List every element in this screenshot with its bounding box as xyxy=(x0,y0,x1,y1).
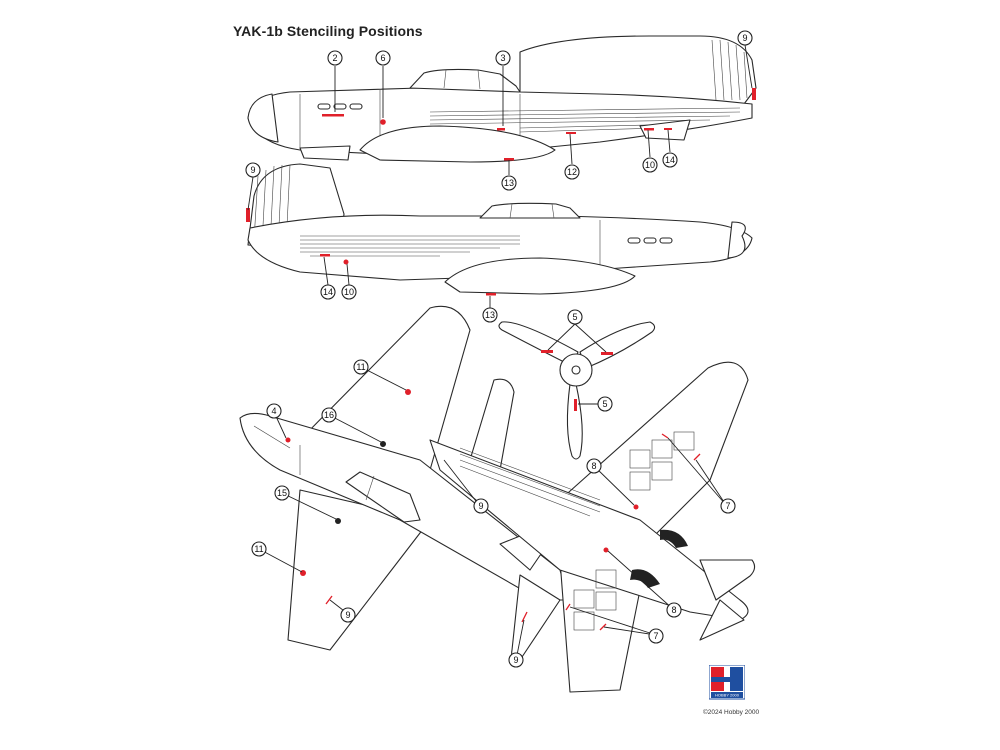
callout-label: 7 xyxy=(653,631,658,641)
callout-label: 9 xyxy=(513,655,518,665)
callout-11: 11 xyxy=(353,359,369,375)
callout-9: 9 xyxy=(473,498,489,514)
callout-label: 14 xyxy=(323,287,333,297)
callout-9: 9 xyxy=(245,162,261,178)
callout-9: 9 xyxy=(508,652,524,668)
callout-9: 9 xyxy=(737,30,753,46)
callout-2: 2 xyxy=(327,50,343,66)
callout-14: 14 xyxy=(320,284,336,300)
callout-label: 11 xyxy=(254,544,263,554)
callout-11: 11 xyxy=(251,541,267,557)
leader-lines xyxy=(247,44,753,661)
callout-label: 13 xyxy=(485,310,495,320)
callout-label: 6 xyxy=(380,53,385,63)
callout-label: 10 xyxy=(645,160,655,170)
callout-label: 16 xyxy=(324,410,334,420)
callout-5: 5 xyxy=(597,396,613,412)
callout-12: 12 xyxy=(564,164,580,180)
callout-label: 12 xyxy=(567,167,577,177)
callout-7: 7 xyxy=(648,628,664,644)
callout-label: 3 xyxy=(500,53,505,63)
propeller-view xyxy=(498,321,656,460)
callout-9: 9 xyxy=(340,607,356,623)
profile-right-view xyxy=(246,163,753,296)
callout-13: 13 xyxy=(482,307,498,323)
callout-label: 10 xyxy=(344,287,354,297)
callout-label: 8 xyxy=(591,461,596,471)
callout-label: 9 xyxy=(345,610,350,620)
callout-label: 11 xyxy=(356,362,365,372)
callout-16: 16 xyxy=(321,407,337,423)
callout-10: 10 xyxy=(642,157,658,173)
callout-label: 15 xyxy=(277,488,287,498)
logo-text: HOBBY 2000 xyxy=(715,693,740,698)
callout-8: 8 xyxy=(666,602,682,618)
callout-label: 5 xyxy=(602,399,607,409)
top-view xyxy=(239,305,569,661)
callout-13: 13 xyxy=(501,175,517,191)
copyright-text: ©2024 Hobby 2000 xyxy=(703,709,760,716)
bottom-view xyxy=(429,361,756,693)
callout-10: 10 xyxy=(341,284,357,300)
callout-label: 2 xyxy=(332,53,337,63)
page-title: YAK-1b Stenciling Positions xyxy=(233,23,423,39)
callout-6: 6 xyxy=(375,50,391,66)
callout-14: 14 xyxy=(662,152,678,168)
callout-label: 9 xyxy=(742,33,747,43)
callout-label: 7 xyxy=(725,501,730,511)
callout-label: 4 xyxy=(271,406,276,416)
callout-15: 15 xyxy=(274,485,290,501)
hobby2000-logo: HOBBY 2000 xyxy=(709,665,745,700)
callout-label: 9 xyxy=(250,165,255,175)
profile-left-view xyxy=(247,35,757,163)
callout-7: 7 xyxy=(720,498,736,514)
callout-label: 8 xyxy=(671,605,676,615)
callout-label: 13 xyxy=(504,178,514,188)
callout-label: 5 xyxy=(572,312,577,322)
callout-3: 3 xyxy=(495,50,511,66)
callout-label: 14 xyxy=(665,155,675,165)
callout-label: 9 xyxy=(478,501,483,511)
callout-4: 4 xyxy=(266,403,282,419)
callout-5: 5 xyxy=(567,309,583,325)
callout-8: 8 xyxy=(586,458,602,474)
